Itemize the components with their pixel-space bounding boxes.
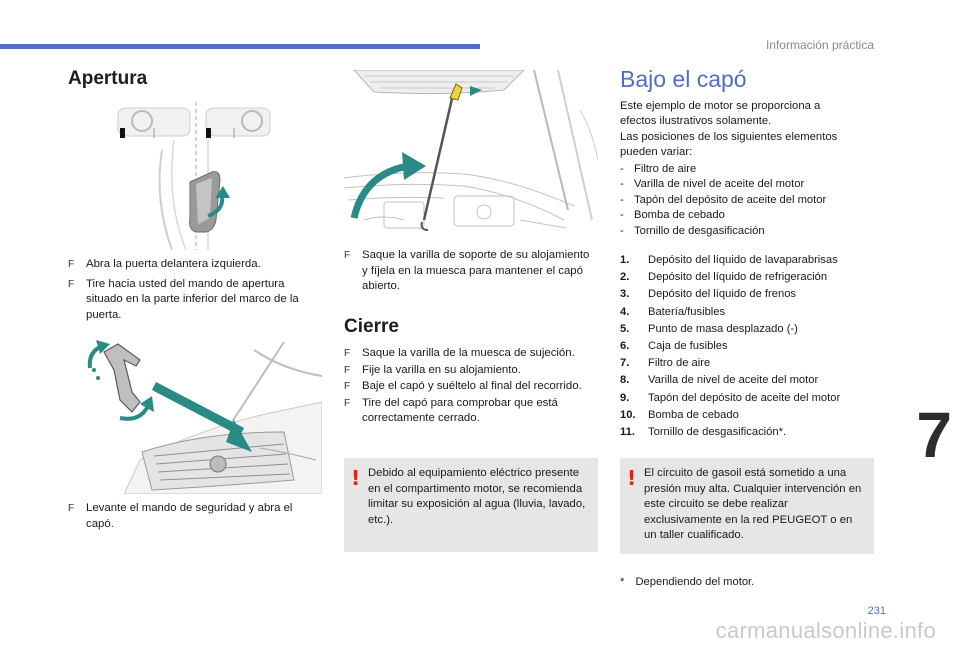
warning-text: El circuito de gasoil está sometido a un…: [644, 467, 862, 541]
bullet-icon: F: [68, 278, 75, 290]
bajo-capo-heading: Bajo el capó: [620, 66, 747, 92]
bullet-icon: F: [68, 503, 75, 514]
intro-text-2: Las posiciones de los siguientes element…: [620, 131, 838, 159]
variable-items-list: -Filtro de aire -Varilla de nivel de ace…: [620, 162, 870, 239]
header-accent-bar: [0, 44, 480, 49]
apertura-heading: Apertura: [68, 68, 148, 89]
list-item: -Tornillo de desgasificación: [620, 224, 765, 237]
bullet-icon: F: [344, 381, 351, 392]
door-release-illustration: [112, 100, 324, 252]
list-item: -Varilla de nivel de aceite del motor: [620, 178, 805, 191]
list-item: 3.Depósito del líquido de frenos: [620, 288, 797, 301]
warning-icon: !: [351, 466, 361, 490]
list-item: 10.Bomba de cebado: [620, 408, 739, 421]
bullet-icon: F: [344, 397, 351, 409]
section-title: Información práctica: [765, 38, 874, 52]
list-item: 9.Tapón del depósito de aceite del motor: [620, 391, 841, 404]
bullet-icon: F: [344, 348, 351, 359]
bullet-icon: F: [344, 364, 351, 376]
list-item: 7.Filtro de aire: [620, 357, 711, 370]
hood-stay-illustration: [344, 70, 598, 236]
electrical-warning-box: ! Debido al equipamiento eléctrico prese…: [344, 458, 598, 552]
chapter-number: 7: [916, 399, 952, 471]
bullet-icon: F: [68, 259, 75, 270]
list-item: -Bomba de cebado: [620, 209, 725, 222]
footnote: * Dependiendo del motor.: [620, 576, 754, 588]
warning-icon: !: [627, 466, 637, 490]
list-item: 6.Caja de fusibles: [620, 340, 728, 353]
list-item: 5.Punto de masa desplazado (-): [620, 322, 798, 335]
bullet-icon: F: [344, 250, 351, 261]
cierre-heading: Cierre: [344, 316, 399, 337]
list-item: -Filtro de aire: [620, 163, 697, 175]
intro-text-1: Este ejemplo de motor se proporciona a e…: [620, 100, 821, 128]
list-item: -Tapón del depósito de aceite del motor: [620, 193, 827, 206]
hood-safety-catch-illustration: [84, 340, 322, 494]
list-item: 2.Depósito del líquido de refrigeración: [620, 271, 828, 284]
footnote-text: Dependiendo del motor.: [635, 576, 755, 588]
list-item: 4.Batería/fusibles: [620, 305, 726, 318]
components-list: 1.Depósito del líquido de lavaparabrisas…: [620, 252, 880, 441]
page-number: 231: [867, 605, 886, 617]
warning-text: Debido al equipamiento eléctrico present…: [368, 467, 586, 526]
watermark-text: carmanualsonline.info: [715, 618, 936, 643]
list-item: 11.Tornillo de desgasificación*.: [620, 426, 787, 439]
footnote-mark: *: [620, 576, 625, 588]
list-item: 8.Varilla de nivel de aceite del motor: [620, 374, 819, 387]
list-item: 1.Depósito del líquido de lavaparabrisas: [620, 254, 838, 266]
diesel-warning-box: ! El circuito de gasoil está sometido a …: [620, 458, 874, 554]
